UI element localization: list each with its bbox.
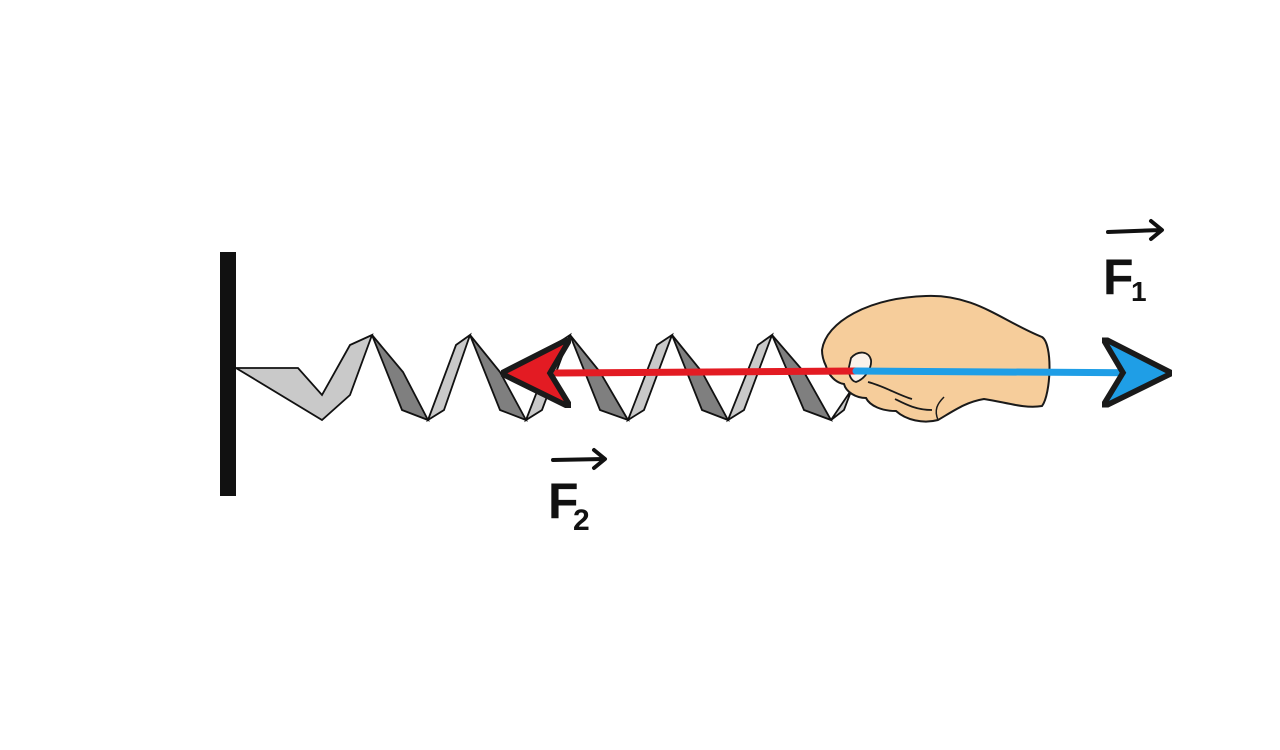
wall-icon xyxy=(220,252,236,496)
force-arrow-f1 xyxy=(852,371,1158,373)
f1-subscript: 1 xyxy=(1131,276,1147,307)
vector-arrow-icon xyxy=(1106,219,1164,241)
f2-subscript: 2 xyxy=(573,504,590,537)
label-f1: F 1 xyxy=(1103,219,1164,307)
spring-icon xyxy=(232,332,857,423)
hand-icon xyxy=(820,294,1051,423)
label-f2: F 2 xyxy=(548,448,607,537)
force-arrow-f2 xyxy=(557,371,860,373)
f2-letter: F xyxy=(548,473,579,529)
f1-letter: F xyxy=(1103,249,1134,305)
vector-arrow-icon xyxy=(551,448,607,470)
force-vectors xyxy=(557,371,1158,373)
